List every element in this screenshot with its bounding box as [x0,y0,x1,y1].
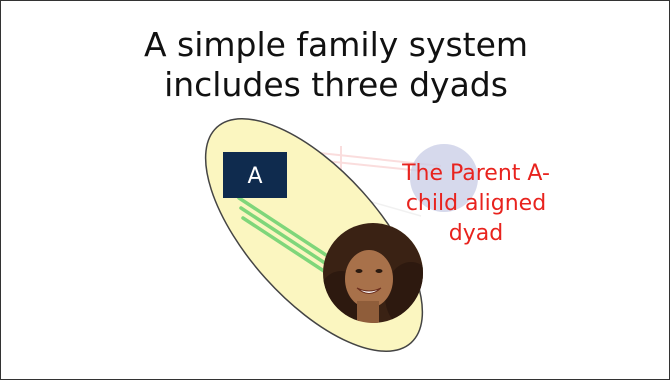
caption-line-2: child aligned [405,191,547,216]
dyad-caption: The Parent A- child aligned dyad [361,159,591,249]
parent-a-label: A [247,164,262,189]
faded-parent-b-node [410,144,478,212]
title-line-2: includes three dyads [164,65,508,104]
slide-title: A simple family system includes three dy… [1,25,669,105]
alignment-connector-lines [237,196,335,279]
child-photo-icon [323,223,423,323]
caption-line-1: The Parent A- [402,161,550,186]
parent-a-node: A [223,152,287,198]
caption-line-3: dyad [448,221,504,246]
title-line-1: A simple family system [143,25,529,64]
